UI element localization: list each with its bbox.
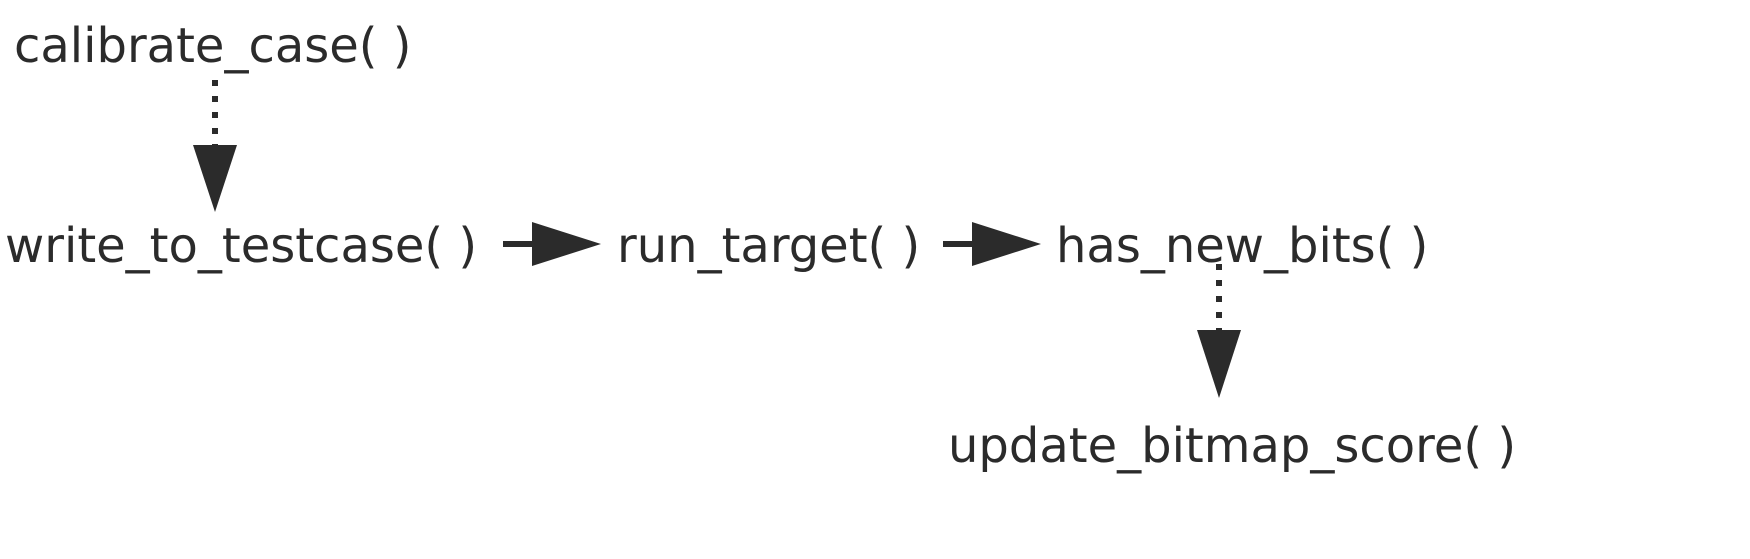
arrow-right-icon <box>972 222 1041 266</box>
edge-calibrate-to-write <box>193 80 237 212</box>
arrow-right-icon <box>532 222 601 266</box>
edge-run-to-has-new-bits <box>943 222 1041 266</box>
node-write-to-testcase: write_to_testcase( ) <box>5 218 477 274</box>
node-run-target: run_target( ) <box>617 218 920 274</box>
arrow-down-icon <box>1197 330 1241 398</box>
edge-has-new-bits-to-update <box>1197 264 1241 398</box>
edge-write-to-run <box>503 222 601 266</box>
node-has-new-bits: has_new_bits( ) <box>1056 218 1428 274</box>
node-calibrate-case: calibrate_case( ) <box>14 18 412 74</box>
node-update-bitmap-score: update_bitmap_score( ) <box>948 418 1516 474</box>
arrow-down-icon <box>193 145 237 212</box>
